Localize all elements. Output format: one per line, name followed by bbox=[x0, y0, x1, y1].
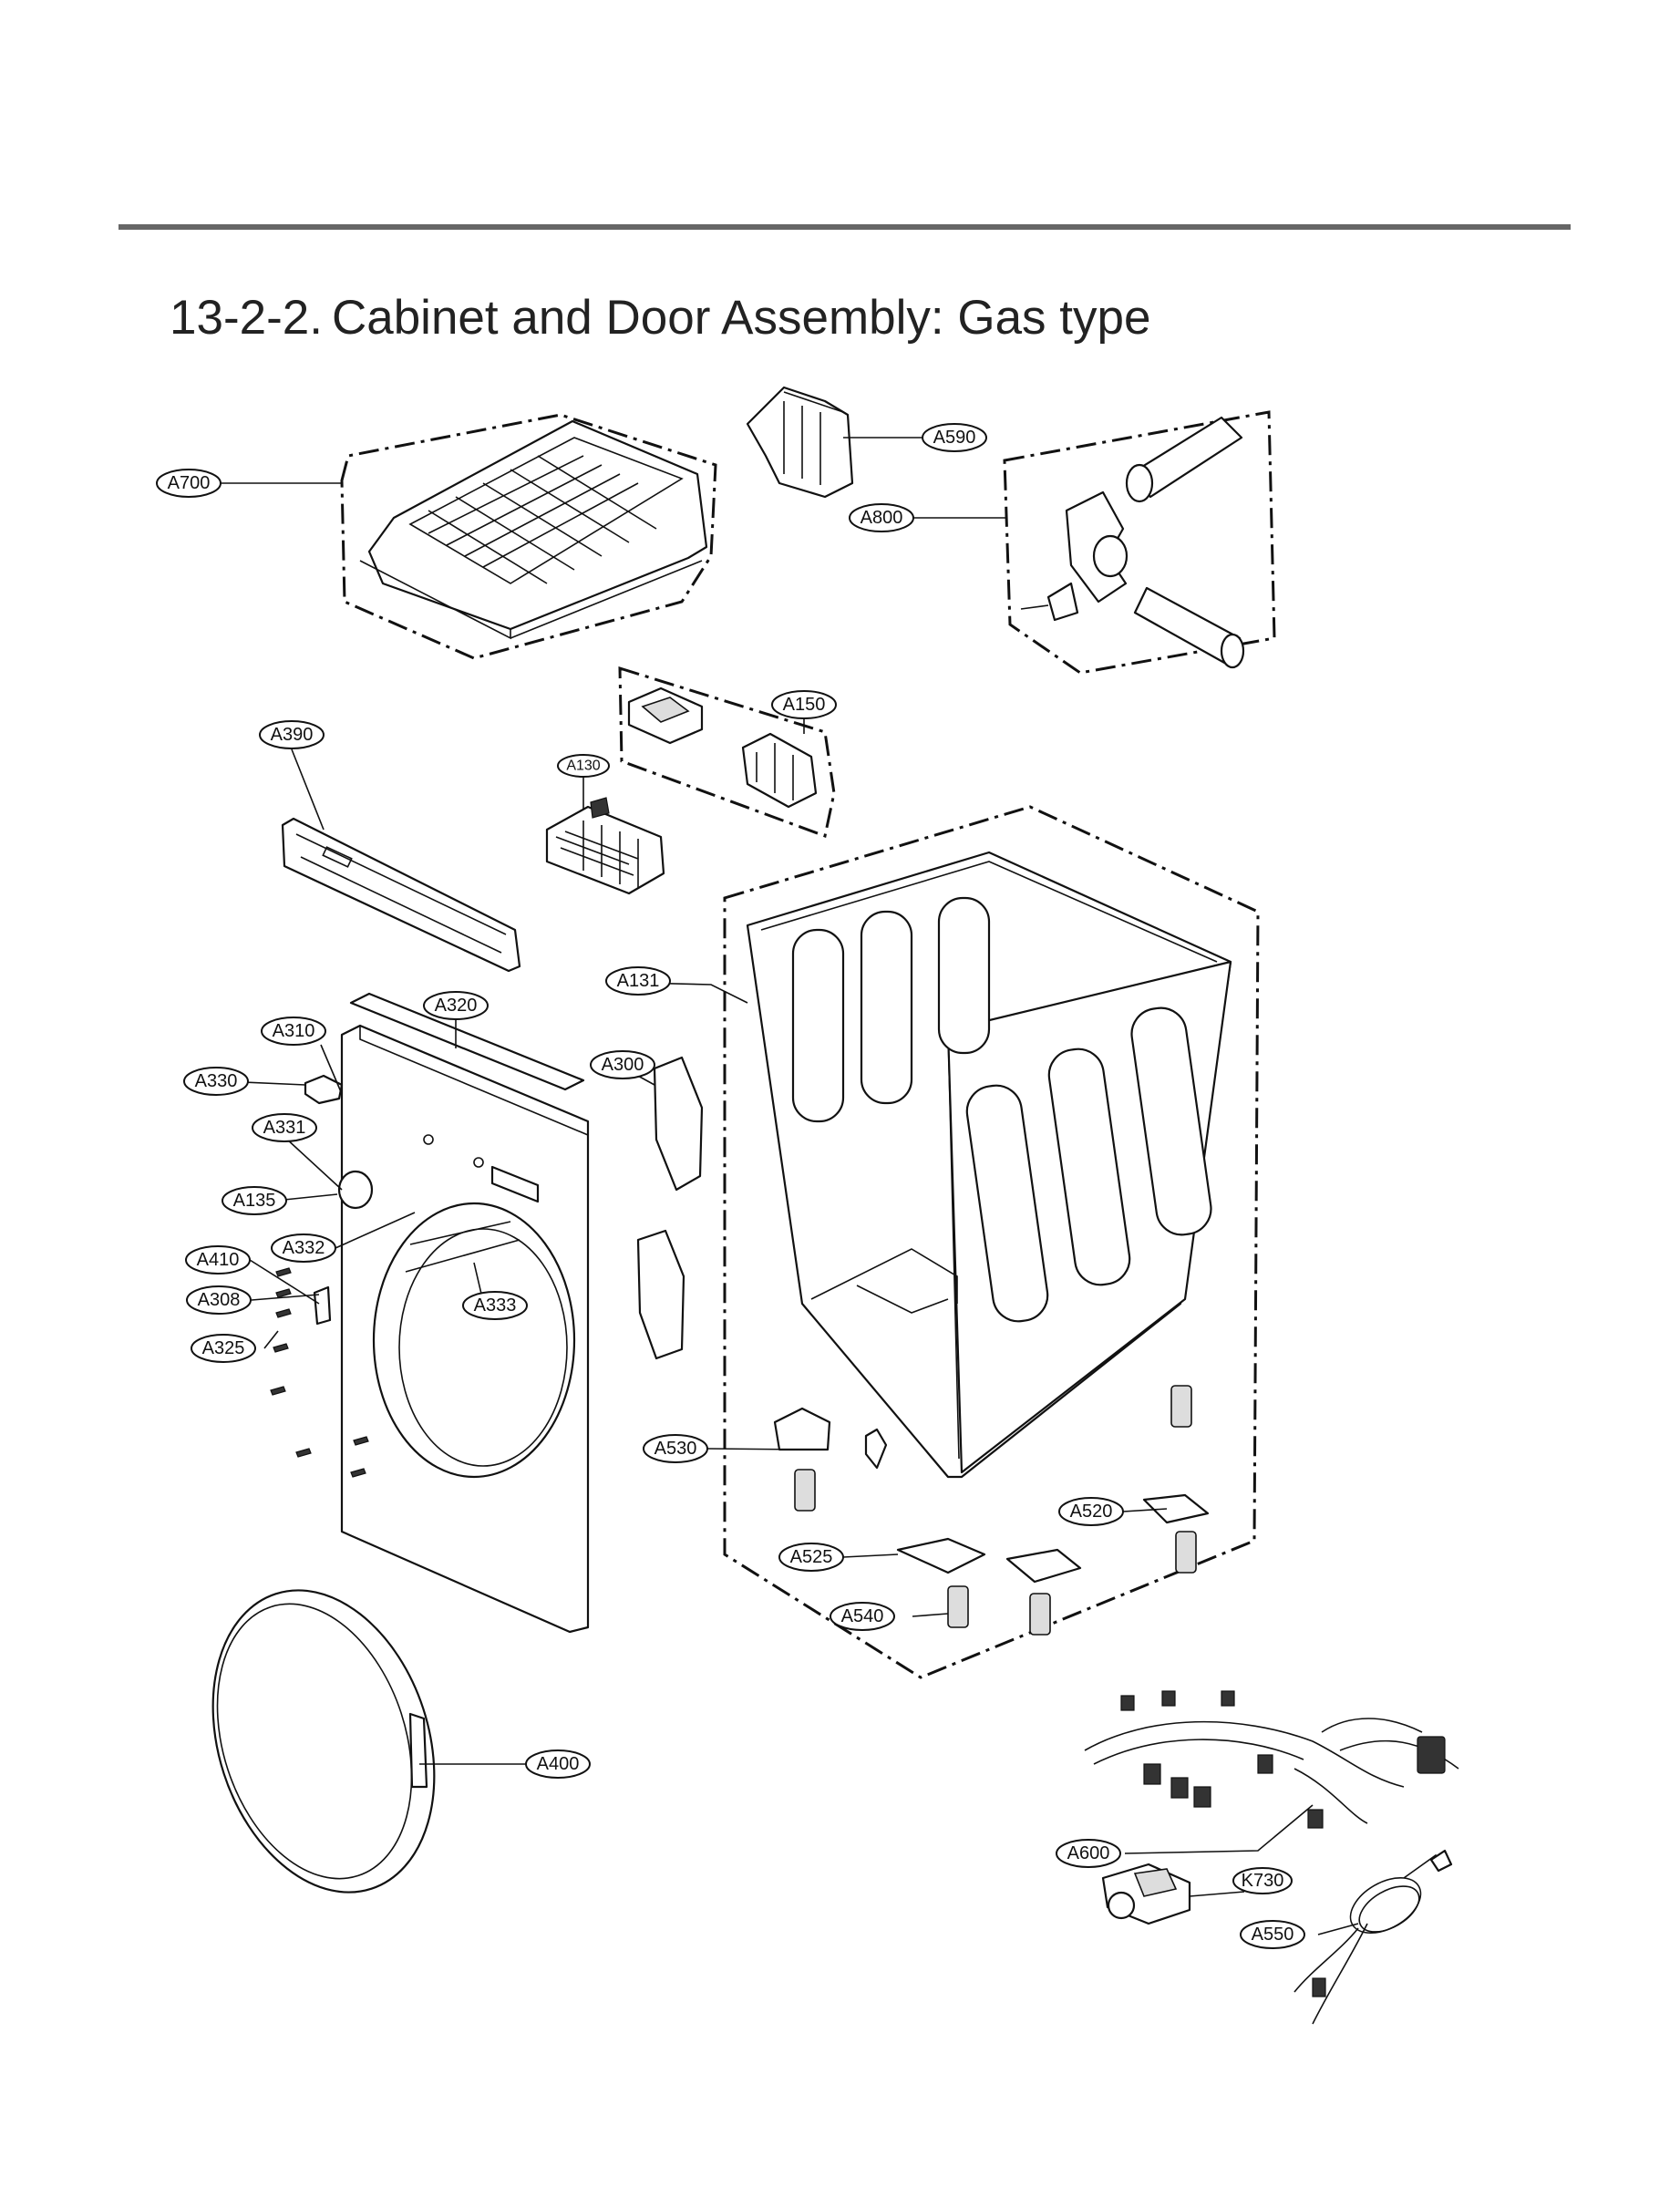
page-title: 13-2-2.Cabinet and Door Assembly: Gas ty… bbox=[170, 290, 1150, 346]
label-a320: A320 bbox=[423, 991, 489, 1020]
group-outline-cabinet bbox=[723, 805, 1260, 1679]
label-a520-text: A520 bbox=[1070, 1502, 1113, 1522]
label-a330-text: A330 bbox=[195, 1071, 238, 1091]
label-a131-text: A131 bbox=[617, 971, 660, 991]
label-a130-text: A130 bbox=[566, 759, 600, 774]
label-a331-text: A331 bbox=[263, 1118, 306, 1138]
label-k730-text: K730 bbox=[1242, 1871, 1284, 1891]
label-a390: A390 bbox=[259, 720, 325, 749]
label-a131: A131 bbox=[605, 966, 671, 996]
a410-latch-part bbox=[313, 1285, 332, 1326]
label-a400: A400 bbox=[525, 1749, 591, 1779]
label-a300-text: A300 bbox=[602, 1055, 644, 1075]
label-a333-text: A333 bbox=[474, 1295, 517, 1316]
label-a330: A330 bbox=[183, 1067, 249, 1096]
wire-harness-part bbox=[1084, 1690, 1459, 1829]
a130-filter-part bbox=[545, 797, 665, 895]
label-a332: A332 bbox=[271, 1233, 336, 1263]
label-a308-text: A308 bbox=[198, 1290, 241, 1310]
label-a300: A300 bbox=[590, 1050, 655, 1079]
drum-rack-part bbox=[359, 419, 708, 640]
a300b-handle-part bbox=[636, 1229, 685, 1360]
label-a700: A700 bbox=[156, 469, 222, 498]
a320-strip-part bbox=[349, 992, 585, 1091]
label-a320-text: A320 bbox=[435, 996, 478, 1016]
label-a310: A310 bbox=[261, 1017, 326, 1046]
label-a525: A525 bbox=[778, 1543, 844, 1572]
label-a800: A800 bbox=[849, 503, 914, 532]
front-panel-part bbox=[337, 1024, 590, 1634]
label-a600: A600 bbox=[1056, 1839, 1121, 1868]
a330-switch-part bbox=[304, 1074, 344, 1105]
label-a530: A530 bbox=[643, 1434, 708, 1463]
label-a400-text: A400 bbox=[537, 1754, 580, 1774]
label-a590: A590 bbox=[922, 423, 987, 452]
label-a390-text: A390 bbox=[271, 725, 314, 745]
label-a130: A130 bbox=[557, 754, 610, 778]
vent-duct-part bbox=[1020, 416, 1245, 669]
group-outline-a150 bbox=[618, 666, 836, 839]
a390-bracket-part bbox=[281, 817, 521, 973]
label-a333: A333 bbox=[462, 1291, 528, 1320]
label-a331: A331 bbox=[252, 1113, 317, 1142]
label-a410: A410 bbox=[185, 1245, 251, 1275]
label-a530-text: A530 bbox=[654, 1439, 697, 1459]
label-a150: A150 bbox=[771, 690, 837, 719]
label-a590-text: A590 bbox=[933, 428, 976, 448]
label-a525-text: A525 bbox=[790, 1547, 833, 1567]
header-rule bbox=[119, 224, 1571, 230]
a590-bracket-part bbox=[746, 386, 854, 499]
label-a310-text: A310 bbox=[273, 1021, 315, 1041]
power-cord-part bbox=[1293, 1849, 1453, 2025]
label-a325-text: A325 bbox=[202, 1338, 245, 1358]
label-a800-text: A800 bbox=[861, 508, 903, 528]
label-a700-text: A700 bbox=[168, 473, 211, 493]
label-a150-text: A150 bbox=[783, 695, 826, 715]
label-a520: A520 bbox=[1058, 1497, 1124, 1526]
label-a135: A135 bbox=[222, 1186, 287, 1215]
door-part bbox=[211, 1589, 436, 1894]
label-a540-text: A540 bbox=[841, 1606, 884, 1626]
a150-parts bbox=[627, 686, 818, 809]
section-title: Cabinet and Door Assembly: Gas type bbox=[331, 291, 1151, 345]
label-a550: A550 bbox=[1240, 1920, 1305, 1949]
a300-handle-part bbox=[653, 1056, 704, 1192]
label-a135-text: A135 bbox=[233, 1191, 276, 1211]
screws bbox=[270, 1267, 369, 1478]
cabinet-feet bbox=[773, 1385, 1210, 1636]
section-number: 13-2-2. bbox=[170, 291, 323, 345]
gas-valve-part bbox=[1101, 1863, 1191, 1925]
cabinet-part bbox=[746, 851, 1232, 1479]
label-a308: A308 bbox=[186, 1285, 252, 1315]
label-a550-text: A550 bbox=[1252, 1925, 1294, 1945]
label-a540: A540 bbox=[830, 1602, 895, 1631]
label-a325: A325 bbox=[191, 1334, 256, 1363]
label-k730: K730 bbox=[1232, 1867, 1293, 1894]
label-a600-text: A600 bbox=[1067, 1843, 1110, 1863]
label-a332-text: A332 bbox=[283, 1238, 325, 1258]
label-a410-text: A410 bbox=[197, 1250, 240, 1270]
